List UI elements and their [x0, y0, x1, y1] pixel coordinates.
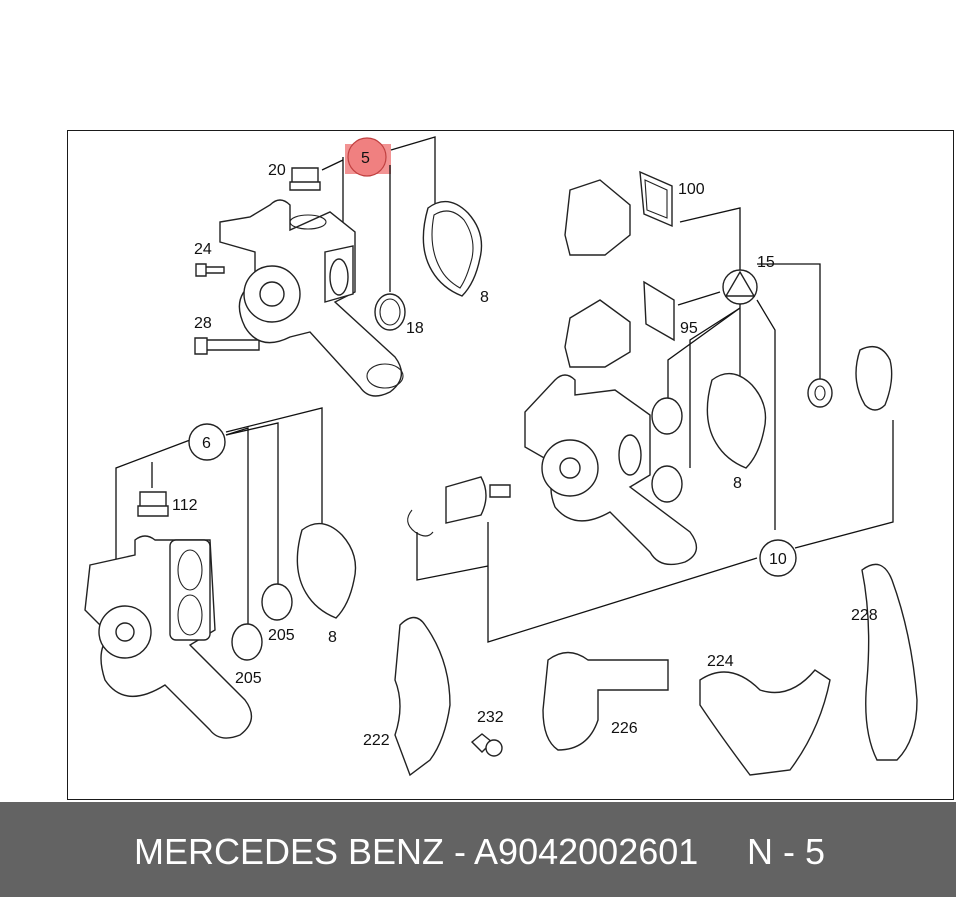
callout-circle-5[interactable]: [347, 137, 387, 177]
callout-112[interactable]: 112: [172, 497, 198, 514]
pump-assembly-bottom-left: [84, 407, 357, 739]
pump-assembly-right: [407, 170, 894, 643]
callout-18[interactable]: 18: [406, 320, 424, 337]
callout-labels: 20 5 24 28 18 8 100 15 95 8 10 6 112 205…: [172, 150, 878, 749]
callout-8-top[interactable]: 8: [480, 289, 489, 306]
callout-228[interactable]: 228: [851, 607, 878, 624]
part-number-caption: MERCEDES BENZ - A9042002601: [134, 831, 699, 872]
callout-6[interactable]: 6: [202, 435, 211, 452]
callout-20[interactable]: 20: [268, 162, 286, 179]
callout-222[interactable]: 222: [363, 732, 390, 749]
caption-bar: MERCEDES BENZ - A9042002601 N - 5: [0, 802, 956, 897]
callout-95[interactable]: 95: [680, 320, 698, 337]
callout-224[interactable]: 224: [707, 653, 734, 670]
callout-15[interactable]: 15: [757, 254, 775, 271]
position-reference: N - 5: [747, 831, 826, 872]
callout-10[interactable]: 10: [769, 551, 787, 568]
pump-assembly-top-left: [194, 136, 483, 397]
parts-diagram: 20 5 24 28 18 8 100 15 95 8 10 6 112 205…: [84, 136, 918, 777]
hoses-and-pipes: [394, 563, 918, 777]
callout-205-a[interactable]: 205: [268, 627, 295, 644]
callout-226[interactable]: 226: [611, 720, 638, 737]
callout-28[interactable]: 28: [194, 315, 212, 332]
callout-8-right[interactable]: 8: [733, 475, 742, 492]
callout-205-b[interactable]: 205: [235, 670, 262, 687]
callout-232[interactable]: 232: [477, 709, 504, 726]
callout-5[interactable]: 5: [361, 150, 370, 167]
callout-100[interactable]: 100: [678, 181, 705, 198]
callout-24[interactable]: 24: [194, 241, 212, 258]
callout-8-bottom[interactable]: 8: [328, 629, 337, 646]
